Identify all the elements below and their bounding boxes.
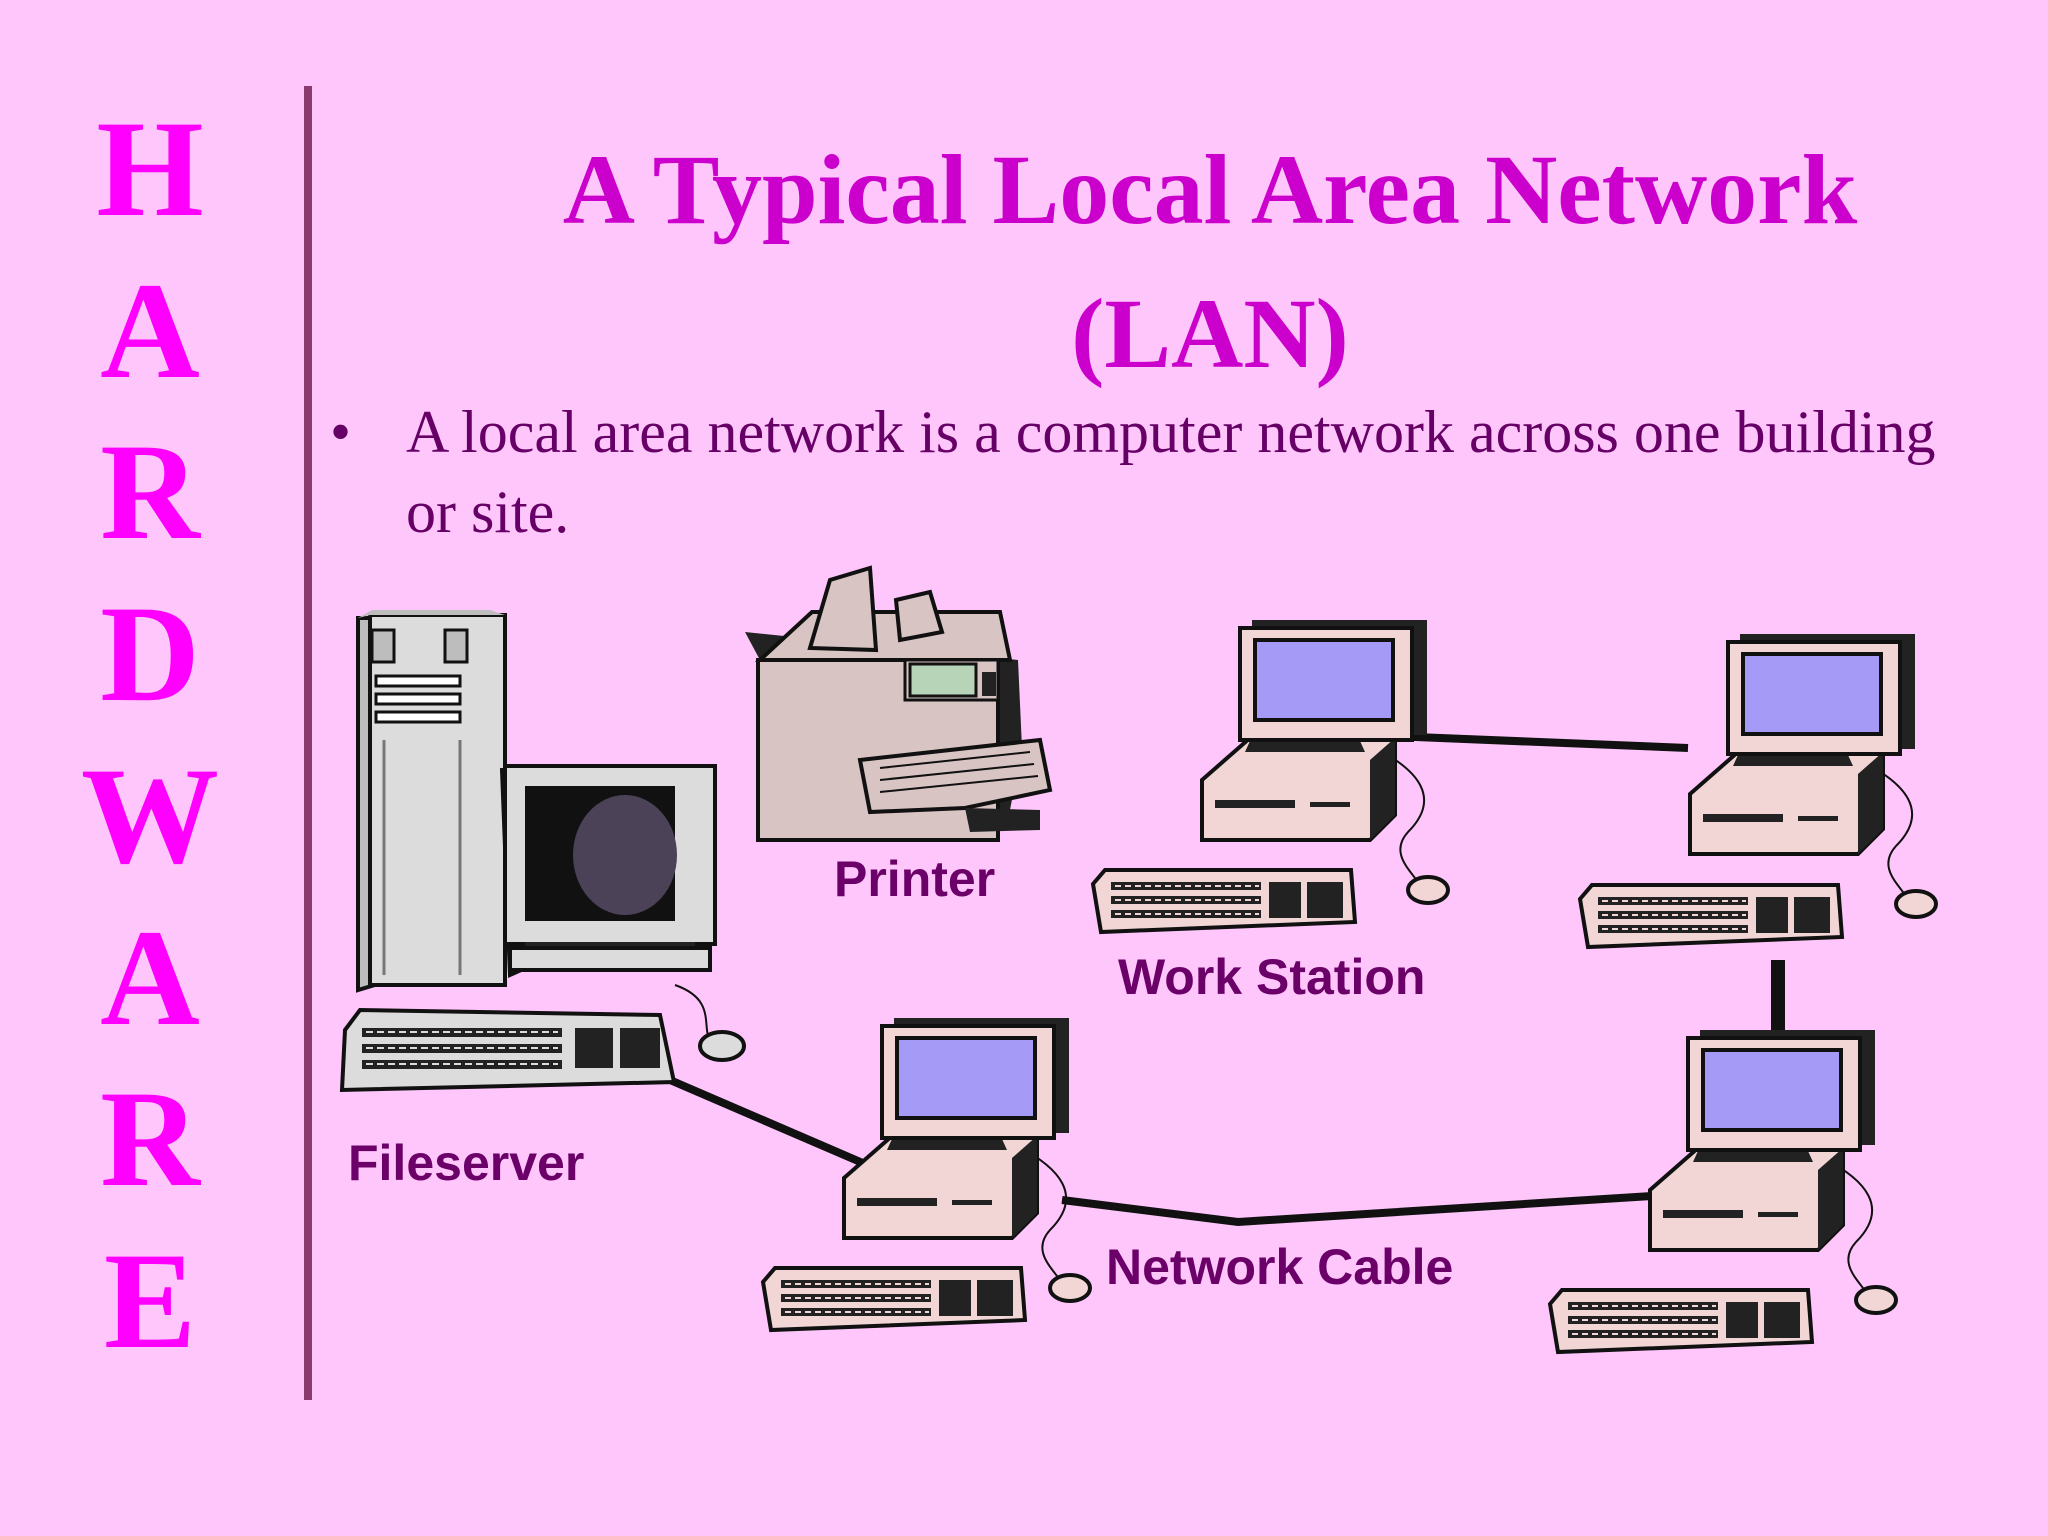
network-cable bbox=[668, 1076, 874, 1171]
bullet-marker: • bbox=[330, 399, 352, 465]
side-letter: R bbox=[100, 1062, 200, 1216]
workstation-label: Work Station bbox=[1118, 949, 1425, 1005]
side-letter: H bbox=[96, 92, 204, 245]
keyboard-icon bbox=[1548, 1288, 1814, 1354]
bullet-text: A local area network is a computer netwo… bbox=[406, 399, 1936, 545]
side-title-hardware: H A R D W A R E bbox=[50, 100, 250, 1380]
fileserver-icon bbox=[339, 610, 746, 1093]
printer-label: Printer bbox=[834, 851, 995, 907]
keyboard-icon bbox=[1578, 883, 1844, 949]
network-cable bbox=[1061, 1192, 1653, 1227]
fileserver-label: Fileserver bbox=[348, 1135, 584, 1191]
side-letter: D bbox=[100, 577, 200, 731]
network-cable bbox=[1364, 731, 1689, 752]
workstation-icon bbox=[842, 1016, 1092, 1303]
keyboard-icon bbox=[1091, 868, 1357, 934]
network-cable-label: Network Cable bbox=[1106, 1239, 1453, 1295]
side-letter: A bbox=[100, 253, 200, 407]
vertical-divider bbox=[304, 86, 312, 1400]
keyboard-icon bbox=[761, 1266, 1027, 1332]
side-letter: A bbox=[100, 900, 200, 1054]
slide-title: A Typical Local Area Network (LAN) bbox=[562, 134, 1858, 389]
side-letter: E bbox=[103, 1223, 197, 1377]
side-letter: W bbox=[81, 738, 219, 892]
printer-icon bbox=[745, 565, 1053, 842]
workstation-icon bbox=[1648, 1028, 1898, 1315]
workstation-icon bbox=[1200, 618, 1450, 905]
workstation-icon bbox=[1688, 632, 1938, 919]
side-letter: R bbox=[100, 415, 200, 569]
